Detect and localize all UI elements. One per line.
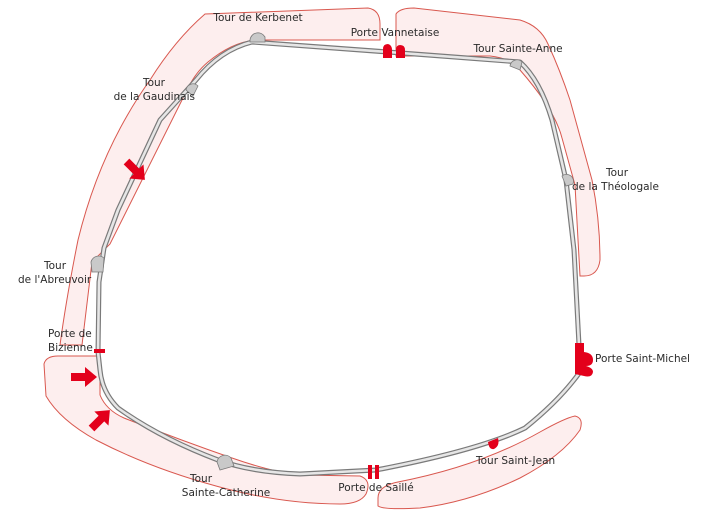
- entry-arrows: [71, 154, 152, 436]
- gate-saille-icon[interactable]: [368, 465, 379, 479]
- label-tour-abreuvoir: Tour de l'Abreuvoir: [18, 260, 92, 286]
- gate-saint-michel-icon[interactable]: [575, 343, 593, 377]
- tower-abreuvoir-icon[interactable]: [90, 255, 105, 273]
- label-tour-gaudinais: Tour de la Gaudinais: [113, 77, 195, 103]
- promenade-bands: [43, 7, 601, 510]
- label-porte-vannetaise: Porte Vannetaise: [350, 27, 440, 39]
- tower-kerbenet-icon[interactable]: [249, 32, 266, 43]
- label-porte-saille: Porte de Saillé: [338, 482, 414, 494]
- gates: [94, 44, 593, 479]
- entry-arrow-icon[interactable]: [84, 403, 117, 436]
- label-tour-sainte-catherine: Tour Sainte-Catherine: [181, 473, 271, 499]
- gate-bizienne-icon[interactable]: [94, 349, 105, 353]
- rampart-wall: [95, 39, 583, 477]
- wall-inner-line: [96, 40, 582, 476]
- label-tour-kerbenet: Tour de Kerbenet: [213, 12, 303, 24]
- tower-sainte-catherine-icon[interactable]: [216, 454, 235, 471]
- label-porte-bizienne: Porte de Bizienne: [48, 328, 93, 354]
- tower-gaudinais-icon[interactable]: [185, 83, 199, 97]
- tower-saint-jean-icon[interactable]: [488, 438, 499, 450]
- entry-arrow-icon[interactable]: [71, 367, 97, 387]
- tower-sainte-anne-icon[interactable]: [509, 59, 523, 71]
- gate-vannetaise-icon[interactable]: [383, 44, 405, 58]
- label-tour-theologale: Tour de la Théologale: [572, 167, 659, 193]
- entry-arrow-icon[interactable]: [119, 154, 152, 187]
- band-southwest: [43, 355, 369, 505]
- label-tour-saint-jean: Tour Saint-Jean: [476, 455, 556, 467]
- label-porte-saint-michel: Porte Saint-Michel: [595, 353, 690, 365]
- tower-theologale-icon[interactable]: [561, 173, 574, 187]
- band-northeast: [395, 7, 601, 277]
- band-southeast: [377, 415, 582, 510]
- label-tour-sainte-anne: Tour Sainte-Anne: [473, 43, 563, 55]
- towers: [90, 32, 574, 471]
